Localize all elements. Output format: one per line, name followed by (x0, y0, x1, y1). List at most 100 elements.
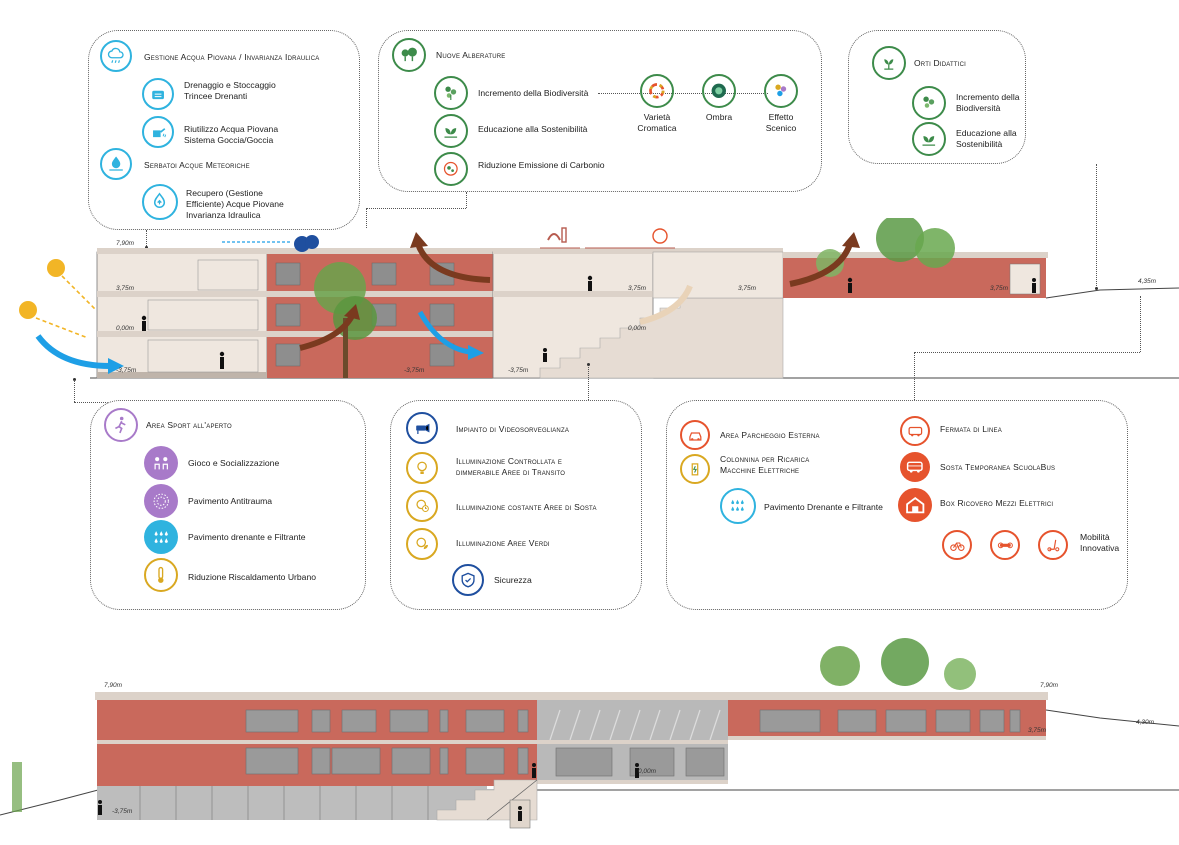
camera-icon (406, 412, 438, 444)
shade-icon (702, 74, 736, 108)
scenic-effect-icon (764, 74, 798, 108)
carbon-reduction-icon (434, 152, 468, 186)
garage-icon (898, 488, 932, 522)
mobility-item-parking: Area Parcheggio Esterna (720, 430, 820, 440)
trees-icon (392, 38, 426, 72)
feature-shade: Ombra (705, 112, 733, 122)
bulb-leaf-icon (406, 528, 438, 560)
sport-icon (104, 408, 138, 442)
leader-security (588, 364, 589, 404)
drainage-icon (142, 78, 174, 110)
level-375-left: 3,75m (116, 285, 135, 292)
mobility-item-school-bus: Sosta Temporanea ScuolaBus (940, 462, 1056, 472)
building-section (19, 218, 1179, 379)
gardens-title: Orti Didattici (914, 58, 967, 68)
elev-level-top-left: 7,90m (104, 682, 123, 689)
leader-water-dot (145, 246, 148, 249)
panel-rainwater (88, 30, 360, 230)
recycle-water-icon (142, 184, 178, 220)
scooter-icon (1038, 530, 1068, 560)
elev-level-430: 4,30m (1136, 719, 1155, 726)
leader-trees-h (366, 208, 466, 209)
features-connector (598, 93, 768, 94)
panel-outdoor-sport (90, 400, 366, 610)
shield-icon (452, 564, 484, 596)
bulb-clock-icon (406, 490, 438, 522)
level-top: 7,90m (116, 240, 135, 247)
sport-item-pavement: Pavimento drenante e Filtrante (188, 532, 306, 542)
rain-cloud-icon (100, 40, 132, 72)
mobility-item-bus-stop: Fermata di Linea (940, 424, 1002, 434)
water-drop-hand-icon (100, 148, 132, 180)
water-item-reuse: Riutilizzo Acqua Piovana Sistema Goccia/… (184, 124, 279, 145)
leader-trees (466, 192, 467, 208)
leader-gardens-dot (1095, 287, 1098, 290)
water-item-drainage: Drenaggio e Stoccaggio Trincee Drenanti (184, 80, 276, 101)
bulb-icon (406, 452, 438, 484)
trees-item-education: Educazione alla Sostenibilità (478, 124, 588, 134)
garden-biodiversity-icon (912, 86, 946, 120)
security-footer: Sicurezza (494, 575, 532, 585)
trees-title: Nuove Alberature (436, 50, 506, 60)
security-item-green: Illuminazione Aree Verdi (456, 538, 550, 548)
biodiversity-icon (434, 76, 468, 110)
security-item-video: Impianto di Videosorveglianza (456, 424, 570, 434)
level-375-stair: 3,75m (628, 285, 647, 292)
elev-level-top-right: 7,90m (1040, 682, 1059, 689)
elev-level-m375: -3,75m (112, 808, 133, 815)
level-375-right: 3,75m (990, 285, 1009, 292)
building-elevation (0, 638, 1179, 829)
bus-stop-icon (900, 416, 930, 446)
feature-color-variety: Varietà Cromatica (637, 112, 677, 133)
mobility-pavement-icon (720, 488, 756, 524)
leader-gardens (1096, 164, 1097, 288)
leader-water (146, 230, 147, 248)
leader-sport-h2 (74, 402, 134, 403)
level-m375-stair: -3,75m (508, 367, 529, 374)
antitrauma-icon (144, 484, 178, 518)
level-m375-mid: -3,75m (404, 367, 425, 374)
sport-item-heat: Riduzione Riscaldamento Urbano (188, 572, 317, 582)
mobility-item-garage: Box Ricovero Mezzi Elettrici (940, 498, 1054, 508)
mobility-item-charging: Colonnina per Ricarica Macchine Elettric… (720, 454, 810, 475)
level-375-mid: 3,75m (738, 285, 757, 292)
level-435: 4,35m (1138, 278, 1157, 285)
elev-level-000: 0,00m (638, 768, 657, 775)
leader-mobility-2 (914, 352, 915, 402)
bicycle-icon (942, 530, 972, 560)
level-m375-left: -3,75m (116, 367, 137, 374)
gardens-item-education: Educazione alla Sostenibilità (956, 128, 1017, 149)
hoverboard-icon (990, 530, 1020, 560)
mobility-item-pavement: Pavimento Drenante e Filtrante (764, 502, 883, 512)
leader-trees-2 (366, 208, 367, 228)
water-title-1: Gestione Acqua Piovana / Invarianza Idra… (144, 52, 320, 62)
charging-station-icon (680, 454, 710, 484)
sport-title: Area Sport all'aperto (146, 420, 232, 430)
elev-level-375: 3,75m (1028, 727, 1047, 734)
color-variety-icon (640, 74, 674, 108)
security-item-constant: Illuminazione costante Aree di Sosta (456, 502, 597, 512)
level-000-left: 0,00m (116, 325, 135, 332)
water-title-2: Serbatoi Acque Meteoriche (144, 160, 250, 170)
garden-education-icon (912, 122, 946, 156)
leader-security-dot (587, 363, 590, 366)
sustainability-icon (434, 114, 468, 148)
security-item-controlled: Illuminazione Controllata e dimmerabile … (456, 456, 566, 477)
watering-can-icon (142, 116, 174, 148)
play-socialize-icon (144, 446, 178, 480)
sport-item-antitrauma: Pavimento Antitrauma (188, 496, 273, 506)
car-icon (680, 420, 710, 450)
sport-item-play: Gioco e Socializzazione (188, 458, 280, 468)
leader-sport-dot (73, 378, 76, 381)
trees-item-carbon: Riduzione Emissione di Carbonio (478, 160, 605, 170)
trees-item-biodiversity: Incremento della Biodiversità (478, 88, 589, 98)
level-000-right: 0,00m (628, 325, 647, 332)
mobility-innovative: Mobilità Innovativa (1080, 532, 1120, 553)
urban-heat-icon (144, 558, 178, 592)
leader-sport (74, 380, 75, 402)
leader-mobility-h (914, 352, 1140, 353)
sprout-icon (872, 46, 906, 80)
leader-mobility (1140, 296, 1141, 352)
gardens-item-biodiversity: Incremento della Biodiversità (956, 92, 1020, 113)
school-bus-icon (900, 452, 930, 482)
